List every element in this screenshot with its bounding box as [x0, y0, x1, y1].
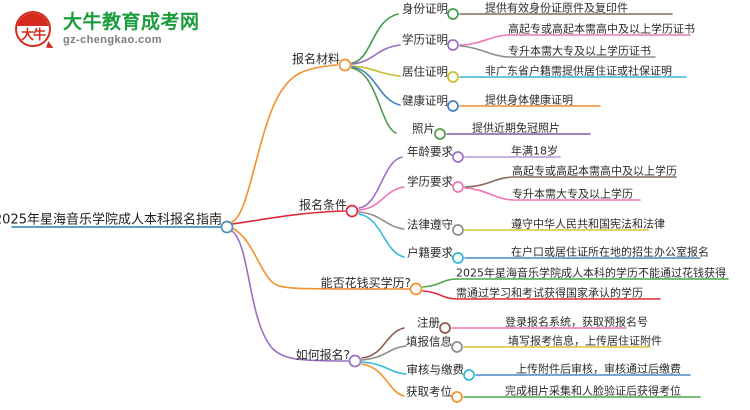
link-b4-sub3 — [361, 361, 407, 375]
leaf-label-recent-bareheaded-photo[interactable]: 提供近期免冠照片 — [472, 121, 560, 135]
link-b1-sub2 — [351, 44, 401, 65]
leaf-line-b1s2l1 — [459, 34, 691, 46]
b2-sub2-dot — [452, 181, 464, 193]
branch1-dot — [338, 58, 352, 72]
link-b4-sub4 — [361, 363, 405, 397]
sub-label-fill-information[interactable]: 填报信息 — [406, 334, 452, 349]
branch4-dot — [348, 354, 362, 368]
sub-label-health-proof[interactable]: 健康证明 — [402, 93, 448, 108]
branch3-dot — [409, 282, 423, 296]
branch-label-registration-materials[interactable]: 报名材料 — [291, 52, 340, 66]
sub-label-household-requirement[interactable]: 户籍要求 — [407, 245, 453, 260]
leaf-label-age-18[interactable]: 年满18岁 — [511, 144, 558, 158]
bull-seal-logo-icon: 大牛 — [14, 9, 56, 50]
sub-label-law-compliance[interactable]: 法律遵守 — [407, 217, 453, 232]
logo-text-block: 大牛教育成考网 gz-chengkao.com — [63, 11, 200, 47]
leaf-label-photo-and-face-verify[interactable]: 完成相片采集和人脸验证后获得考位 — [505, 384, 681, 398]
leaf-label-review-then-pay[interactable]: 上传附件后审核，审核通过后缴费 — [516, 362, 681, 376]
b1-sub4-dot — [447, 100, 459, 112]
speech-bubble-tail-icon — [46, 41, 55, 50]
seal-text: 大牛 — [20, 28, 46, 43]
sub-label-education-proof[interactable]: 学历证明 — [402, 32, 448, 47]
link-root-branch2 — [231, 210, 346, 225]
b2-sub1-dot — [452, 151, 464, 163]
leaf-label-obey-constitution-law[interactable]: 遵守中华人民共和国宪法和法律 — [511, 217, 665, 231]
sub-label-photo[interactable]: 照片 — [412, 121, 435, 136]
b2-sub3-dot — [452, 224, 464, 236]
leaf-label-register-at-local-office[interactable]: 在户口或居住证所在地的招生办公室报名 — [511, 245, 709, 259]
b2-sub4-dot — [452, 252, 464, 264]
b4-sub3-dot — [463, 369, 475, 381]
sub-label-get-exam-seat[interactable]: 获取考位 — [406, 384, 452, 399]
root-node-label[interactable]: 2025年星海音乐学院成人本科报名指南 — [0, 212, 222, 228]
site-logo: 大牛 大牛教育成考网 gz-chengkao.com — [14, 6, 264, 52]
leaf-label-login-get-prenumber[interactable]: 登录报名系统，获取预报名号 — [505, 315, 648, 329]
b1-sub1-dot — [447, 8, 459, 20]
leaf-label-identity-original-copy[interactable]: 提供有效身份证原件及复印件 — [485, 1, 628, 15]
leaf-label-diploma-not-purchasable[interactable]: 2025年星海音乐学院成人本科的学历不能通过花钱获得 — [456, 266, 726, 280]
b1-sub2-dot — [447, 39, 459, 51]
link-b4-sub1 — [361, 327, 405, 359]
link-b1-sub5 — [351, 67, 397, 134]
link-b2-sub2 — [358, 186, 405, 211]
b1-sub3-dot — [447, 71, 459, 83]
leaf-label-highschool-level-required[interactable]: 高起专或高起本需高中及以上学历 — [512, 164, 677, 178]
leaf-label-health-certificate[interactable]: 提供身体健康证明 — [485, 93, 573, 107]
root-dot — [220, 220, 234, 234]
sub-label-register-account[interactable]: 注册 — [417, 315, 440, 330]
sub-label-identity-proof[interactable]: 身份证明 — [402, 1, 448, 16]
b4-sub1-dot — [439, 322, 451, 334]
link-b1-sub3 — [351, 65, 401, 77]
branch-label-registration-conditions[interactable]: 报名条件 — [298, 198, 347, 212]
leaf-label-highschool-diploma-required[interactable]: 高起专或高起本需高中及以上学历证书 — [508, 22, 695, 36]
link-b4-sub2 — [361, 345, 407, 361]
seal-circle: 大牛 — [15, 11, 51, 47]
link-b2-sub1 — [358, 156, 403, 209]
leaf-label-fill-and-upload[interactable]: 填写报考信息，上传居住证附件 — [508, 334, 662, 348]
leaf-line-b2s2l1 — [464, 176, 677, 188]
brand-title: 大牛教育成考网 — [63, 11, 200, 33]
branch-label-can-buy-diploma[interactable]: 能否花钱买学历? — [320, 276, 411, 290]
link-b2-sub3 — [358, 211, 405, 230]
b4-sub4-dot — [451, 391, 463, 403]
branch2-dot — [345, 204, 359, 218]
sub-label-residence-proof[interactable]: 居住证明 — [402, 64, 448, 79]
leaf-label-college-diploma-required[interactable]: 专升本需大专及以上学历证书 — [508, 44, 651, 58]
brand-domain: gz-chengkao.com — [63, 34, 162, 46]
leaf-label-non-guangdong-residence[interactable]: 非广东省户籍需提供居住证或社保证明 — [485, 64, 672, 78]
link-root-branch4 — [231, 230, 349, 362]
leaf-label-study-and-exam-required[interactable]: 需通过学习和考试获得国家承认的学历 — [456, 286, 643, 300]
branch-label-how-to-register[interactable]: 如何报名? — [295, 348, 350, 362]
leaf-label-college-level-required[interactable]: 专升本需大专及以上学历 — [512, 187, 633, 201]
sub-label-age-requirement[interactable]: 年龄要求 — [407, 144, 453, 159]
sub-label-review-and-payment[interactable]: 审核与缴费 — [406, 362, 465, 377]
sub-label-education-requirement[interactable]: 学历要求 — [407, 174, 453, 189]
b1-sub5-dot — [434, 128, 446, 140]
link-b1-sub4 — [351, 66, 401, 106]
link-b2-sub4 — [358, 213, 405, 258]
b4-sub2-dot — [451, 341, 463, 353]
link-b1-sub1 — [351, 13, 399, 64]
